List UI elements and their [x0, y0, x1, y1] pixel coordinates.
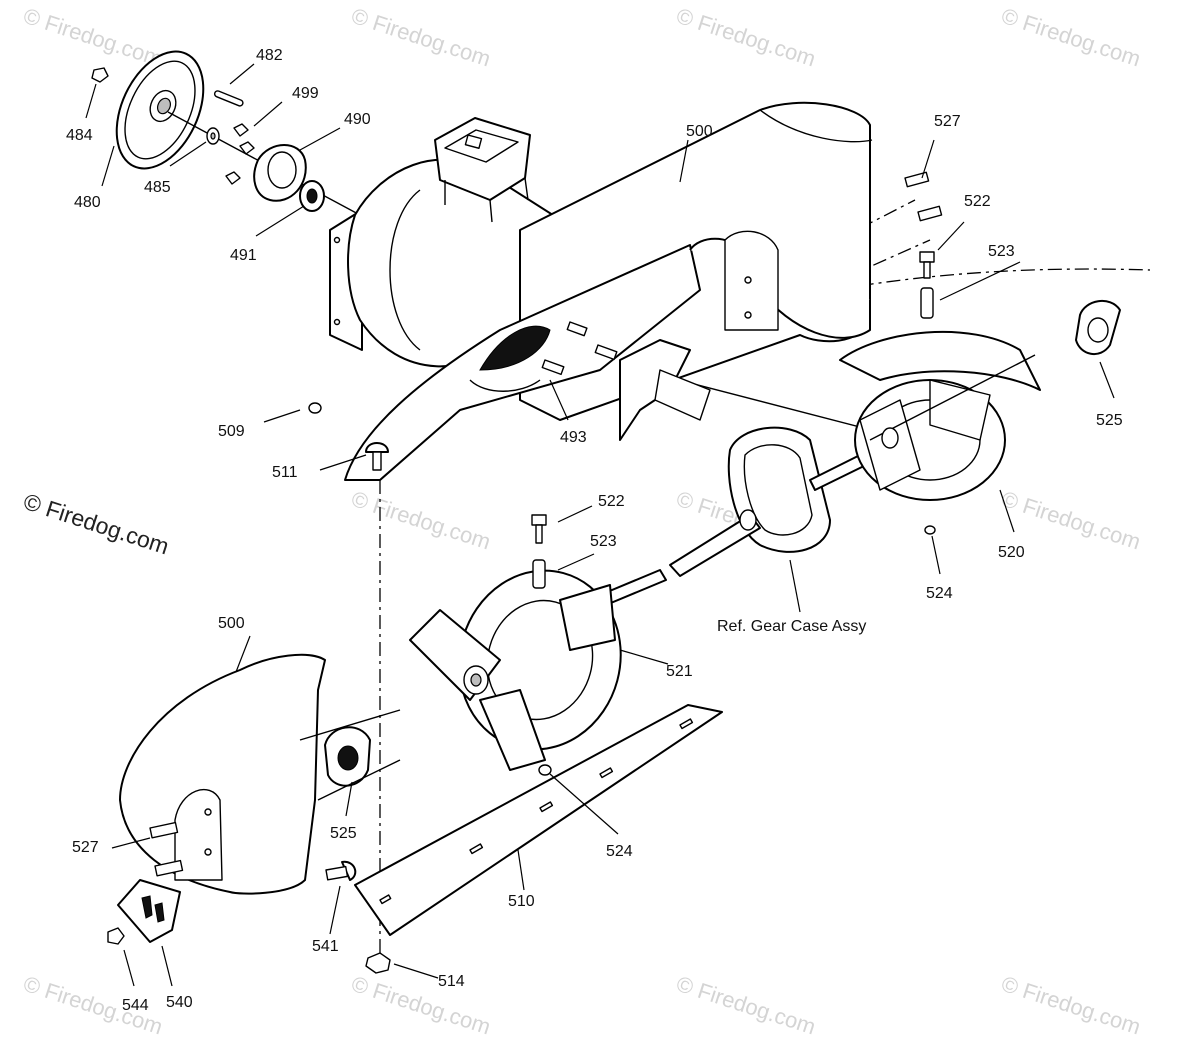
bolt-509: [308, 402, 322, 414]
auger-housing: [329, 101, 873, 481]
label-522: 522: [964, 193, 991, 210]
nut-544: [107, 927, 125, 945]
label-524: 524: [606, 843, 633, 860]
label-525: 525: [1096, 412, 1123, 429]
impeller: [619, 339, 711, 441]
label-527: 527: [72, 839, 99, 856]
carriage-bolt-511: [365, 442, 389, 471]
auger-520: [839, 330, 1041, 535]
key-482: [213, 90, 244, 107]
label-484: 484: [66, 127, 93, 144]
watermark: © Firedog.com: [998, 3, 1143, 71]
bearing-flange-490: [253, 144, 307, 202]
label-527: 527: [934, 113, 961, 130]
label-485: 485: [144, 179, 171, 196]
label-523: 523: [988, 243, 1015, 260]
part-labels: 482 499 490 484 485 480 491 500 527 522 …: [66, 47, 1123, 1014]
label-525: 525: [330, 825, 357, 842]
watermark-main: © Firedog.com: [20, 488, 172, 559]
auger-521: [409, 569, 667, 776]
spacer-523: [532, 559, 546, 589]
label-480: 480: [74, 194, 101, 211]
label-541: 541: [312, 938, 339, 955]
bolt-499: [225, 123, 255, 185]
watermark: © Firedog.com: [998, 971, 1143, 1039]
bolt-522: [919, 251, 935, 279]
label-482: 482: [256, 47, 283, 64]
label-511: 511: [272, 464, 298, 481]
label-523: 523: [590, 533, 617, 550]
spacer-523: [920, 287, 934, 319]
label-522: 522: [598, 493, 625, 510]
carriage-bolt-541: [325, 860, 357, 881]
watermark: © Firedog.com: [20, 3, 165, 71]
label-491: 491: [230, 247, 257, 264]
skid-shoe-540: [117, 879, 181, 943]
label-509: 509: [218, 423, 245, 440]
watermark-group: © Firedog.com © Firedog.com © Firedog.co…: [20, 3, 1143, 1039]
gear-case: [639, 369, 911, 577]
watermark: © Firedog.com: [673, 3, 818, 71]
label-544: 544: [122, 997, 149, 1014]
pulley-480: [115, 50, 205, 170]
label-524: 524: [926, 585, 953, 602]
watermark: © Firedog.com: [673, 971, 818, 1039]
label-520: 520: [998, 544, 1025, 561]
label-500: 500: [218, 615, 245, 632]
label-493: 493: [560, 429, 587, 446]
bearing-491: [299, 180, 325, 212]
washer-485: [206, 127, 220, 145]
leader-lines: [85, 63, 1115, 987]
watermark: © Firedog.com: [348, 971, 493, 1039]
nut-484: [91, 67, 109, 83]
bolt-522: [531, 514, 547, 544]
label-540: 540: [166, 994, 193, 1011]
label-521: 521: [666, 663, 693, 680]
watermark: © Firedog.com: [348, 3, 493, 71]
bearing-525: [299, 709, 401, 801]
label-500: 500: [686, 123, 713, 140]
ref-gear-case-label: Ref. Gear Case Assy: [717, 618, 866, 635]
watermark: © Firedog.com: [348, 486, 493, 554]
bolts-493: [541, 321, 618, 376]
scraper-bar-510: [354, 704, 723, 936]
bearing-525: [1075, 300, 1121, 355]
label-510: 510: [508, 893, 535, 910]
label-514: 514: [438, 973, 465, 990]
label-499: 499: [292, 85, 319, 102]
side-plate-500: [119, 653, 326, 895]
bolts-527: [904, 171, 943, 222]
nut-514: [365, 952, 391, 974]
label-490: 490: [344, 111, 371, 128]
